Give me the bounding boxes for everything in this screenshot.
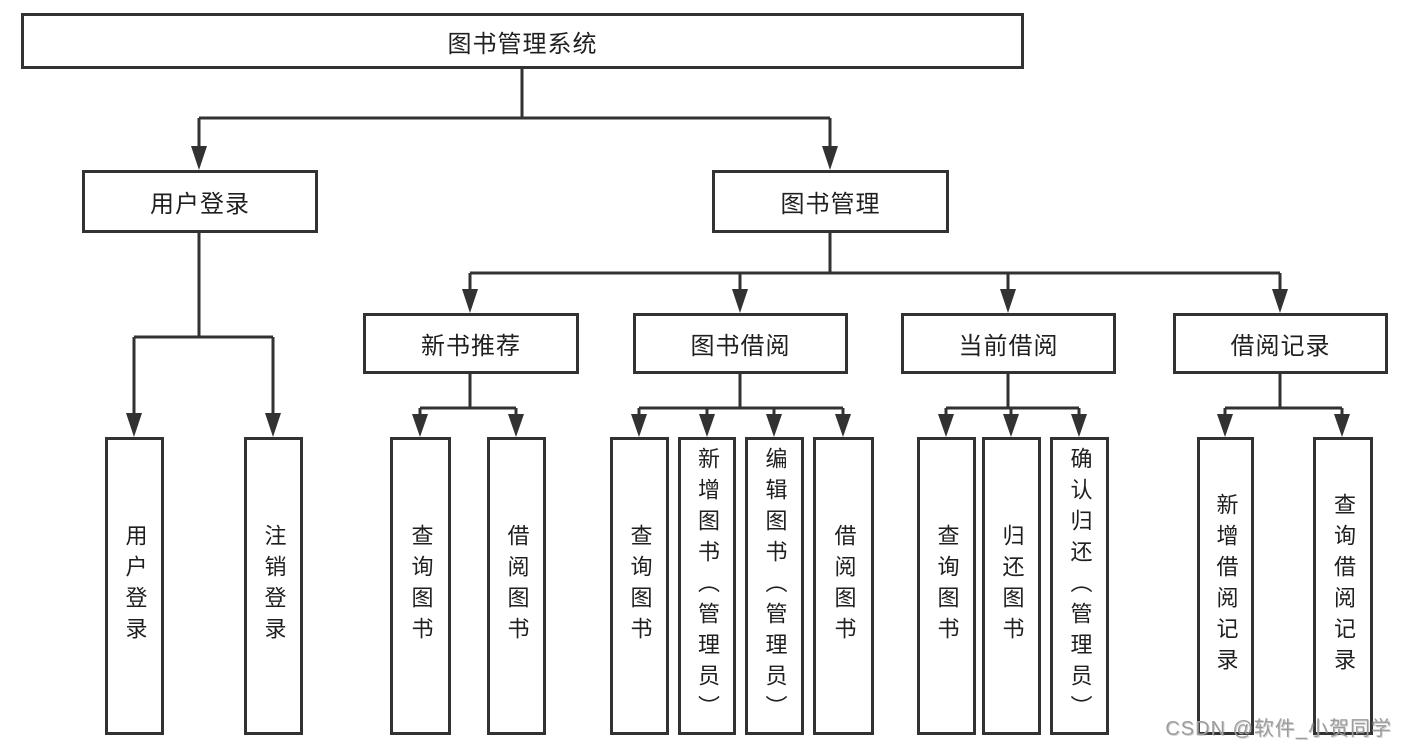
- node-book-borrowing: 图书借阅: [633, 313, 848, 374]
- node-new-book-recommend: 新书推荐: [363, 313, 579, 374]
- node-label: 用户登录: [122, 524, 148, 648]
- node-label: 新书推荐: [421, 333, 521, 360]
- node-label: 查询借阅记录: [1331, 493, 1356, 679]
- node-borrow-records: 借阅记录: [1173, 313, 1388, 374]
- node-label: 查询图书: [934, 524, 960, 648]
- leaf-borrow-books-recommend: 借阅图书: [487, 437, 546, 735]
- node-label: 新增图书（管理员）: [695, 446, 720, 726]
- node-label: 图书借阅: [690, 333, 791, 360]
- csdn-watermark: CSDN @软件_小贺同学: [1165, 718, 1392, 740]
- leaf-query-books-recommend: 查询图书: [390, 437, 451, 735]
- node-label: 确认归还（管理员）: [1067, 446, 1093, 726]
- leaf-user-login: 用户登录: [105, 437, 164, 735]
- leaf-edit-books-admin: 编辑图书（管理员）: [745, 437, 804, 735]
- node-label: 新增借阅记录: [1213, 493, 1239, 679]
- node-label: 图书管理系统: [447, 30, 598, 58]
- node-root-library-system: 图书管理系统: [21, 13, 1024, 69]
- leaf-logout: 注销登录: [244, 437, 303, 735]
- node-label: 当前借阅: [958, 333, 1059, 360]
- node-label: 图书管理: [780, 191, 881, 218]
- node-label: 用户登录: [150, 191, 250, 218]
- leaf-confirm-return-admin: 确认归还（管理员）: [1050, 437, 1109, 735]
- leaf-query-books-borrowing: 查询图书: [610, 437, 669, 735]
- arrowhead-group: [126, 146, 1350, 437]
- node-label: 借阅记录: [1230, 333, 1331, 360]
- leaf-return-books: 归还图书: [982, 437, 1041, 735]
- leaf-query-books-current: 查询图书: [917, 437, 976, 735]
- node-label: 借阅图书: [831, 524, 857, 648]
- node-label: 查询图书: [627, 524, 653, 648]
- node-current-borrowing: 当前借阅: [901, 313, 1116, 374]
- node-label: 查询图书: [408, 524, 434, 648]
- node-label: 归还图书: [999, 524, 1025, 648]
- leaf-borrow-books: 借阅图书: [813, 437, 874, 735]
- leaf-add-books-admin: 新增图书（管理员）: [678, 437, 736, 735]
- node-user-login-branch: 用户登录: [82, 170, 318, 233]
- node-book-management-branch: 图书管理: [712, 170, 949, 233]
- leaf-add-borrow-record: 新增借阅记录: [1197, 437, 1254, 735]
- node-label: 注销登录: [261, 524, 287, 648]
- node-label: 编辑图书（管理员）: [762, 446, 788, 726]
- leaf-query-borrow-record: 查询借阅记录: [1313, 437, 1373, 735]
- node-label: 借阅图书: [504, 524, 530, 648]
